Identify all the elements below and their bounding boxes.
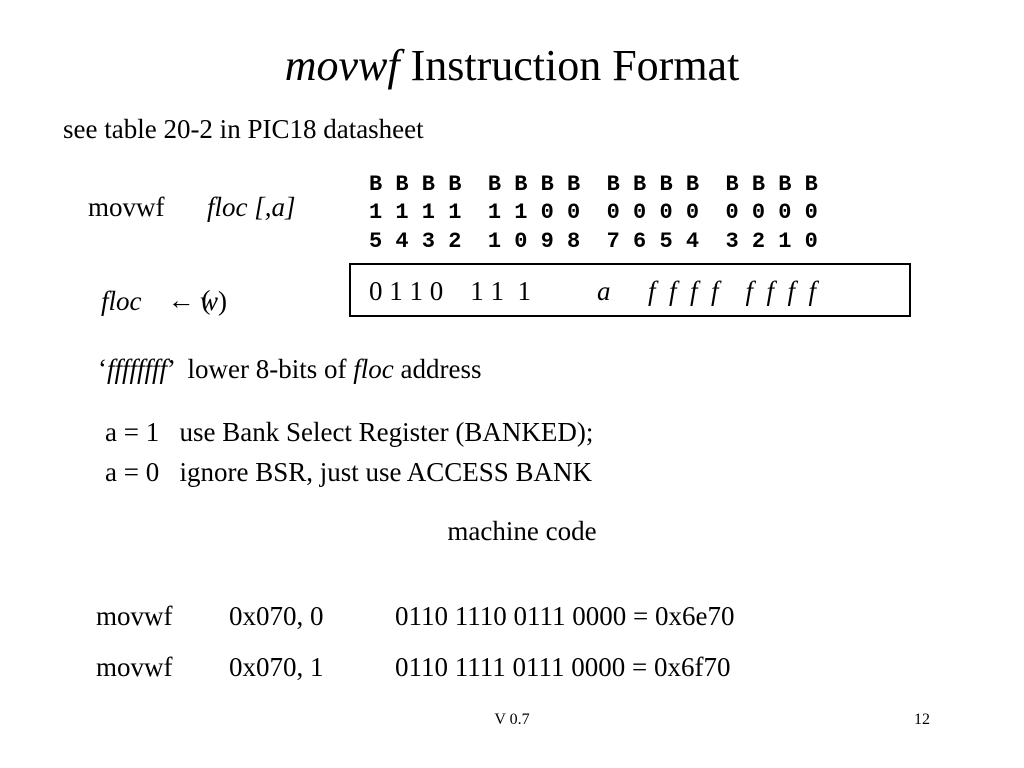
a-option-access: a = 0 ignore BSR, just use ACCESS BANK <box>105 456 592 488</box>
title-mnemonic: movwf <box>284 41 400 90</box>
a-option-text: use Bank Select Register (BANKED); <box>179 417 594 447</box>
ffff-tail: address <box>393 354 482 384</box>
machine-code-heading: machine code <box>447 516 597 546</box>
operation-close: ) <box>218 286 228 316</box>
example-1-operands: 0x070, 0 <box>229 601 324 631</box>
encoding-box <box>349 263 911 317</box>
syntax-mnemonic: movwf <box>88 192 165 222</box>
example-1-mnemonic: movwf <box>96 601 173 631</box>
footer-page-number: 12 <box>914 711 930 728</box>
bit-header-row-3: 5 4 3 2 1 0 9 8 7 6 5 4 3 2 1 0 <box>369 229 818 254</box>
ffff-bits: ffffffff <box>107 354 168 384</box>
example-2-operands: 0x070, 1 <box>229 652 324 682</box>
syntax-operands: floc [,a] <box>207 192 296 222</box>
example-2-binary: 0110 1111 0111 0000 = 0x6f70 <box>395 652 731 682</box>
a-option-text: ignore BSR, just use ACCESS BANK <box>179 457 593 487</box>
bit-header-row-2: 1 1 1 1 1 1 0 0 0 0 0 0 0 0 0 0 <box>369 200 818 225</box>
a-option-label: a = 0 <box>105 457 160 487</box>
encoding-f-bits: f f f f f f f f <box>648 276 817 306</box>
subtitle: see table 20-2 in PIC18 datasheet <box>63 114 424 144</box>
a-option-banked: a = 1 use Bank Select Register (BANKED); <box>105 416 593 448</box>
operation-arrow: ← ( <box>161 285 211 315</box>
ffff-close-quote: ’ <box>167 354 175 384</box>
encoding-a-bit: a <box>597 276 611 306</box>
operation-src-reg: w <box>200 286 219 316</box>
ffff-open-quote: ‘ <box>98 354 107 384</box>
operation-src: w) <box>200 285 227 317</box>
a-option-label: a = 1 <box>105 417 160 447</box>
operation-dest: floc <box>101 286 142 316</box>
footer-version: V 0.7 <box>494 711 530 728</box>
example-2-mnemonic: movwf <box>96 652 173 682</box>
title-rest: Instruction Format <box>399 41 740 90</box>
ffff-note: ‘ffffffff’ lower 8-bits of floc address <box>98 353 481 385</box>
encoding-fixed-bits: 0 1 1 0 1 1 1 <box>369 276 531 306</box>
example-1-binary: 0110 1110 0111 0000 = 0x6e70 <box>395 601 735 631</box>
ffff-text: lower 8-bits of <box>174 354 354 384</box>
ffff-floc: floc <box>353 354 394 384</box>
bit-header-row-1: B B B B B B B B B B B B B B B B <box>369 172 818 197</box>
slide-title: movwf Instruction Format <box>0 40 1024 92</box>
